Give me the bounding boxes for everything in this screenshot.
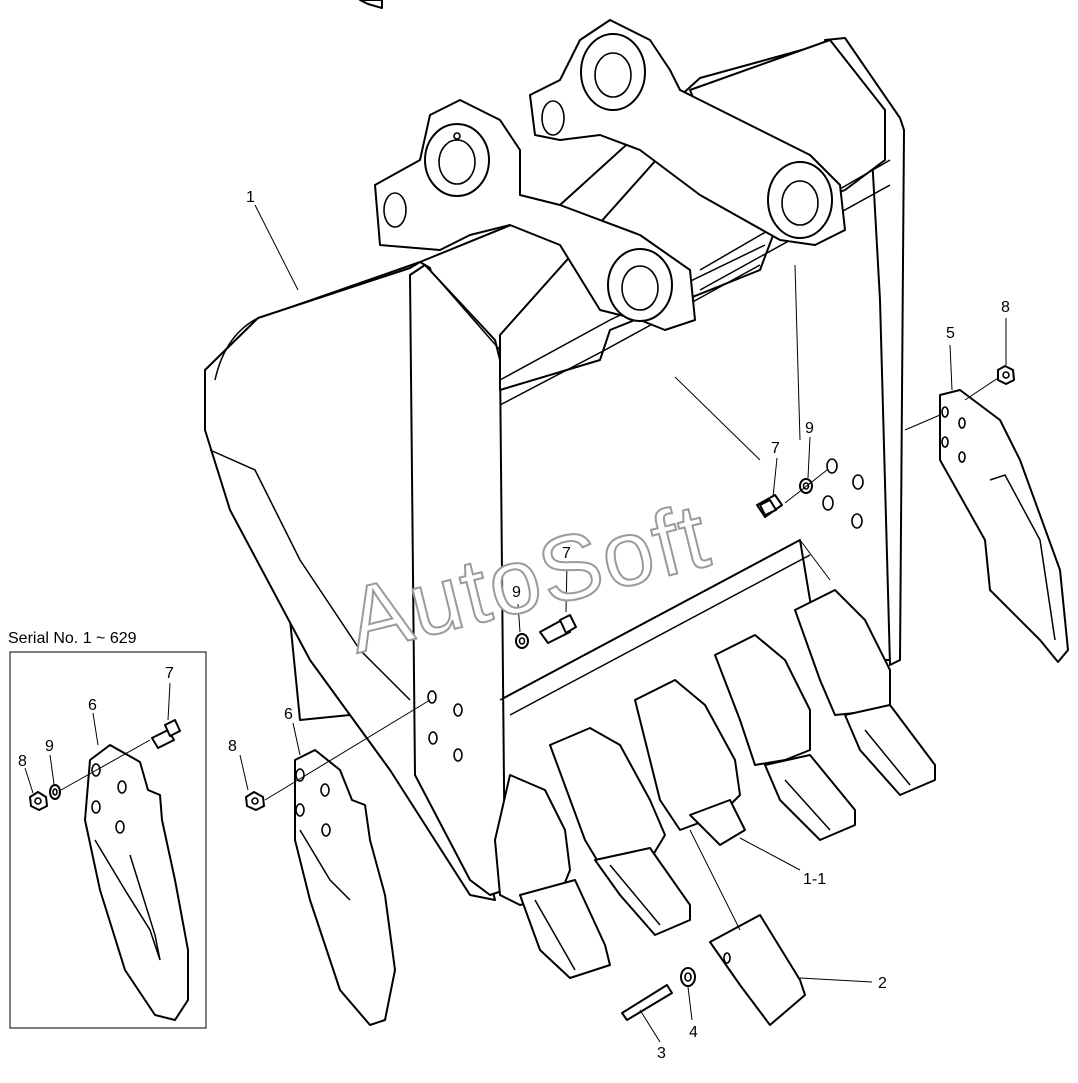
tooth-5 — [794, 589, 936, 796]
callout-7-right: 7 — [771, 440, 780, 457]
callout-7-mid: 7 — [562, 545, 571, 562]
leader-lines — [239, 204, 1007, 1043]
callout-6-main: 6 — [284, 706, 293, 723]
callout-3: 3 — [657, 1045, 666, 1062]
callout-4: 4 — [689, 1024, 698, 1041]
callout-9-inset: 9 — [45, 738, 54, 755]
bucket-body — [204, 19, 905, 901]
callout-1: 1 — [246, 189, 255, 206]
callout-2: 2 — [878, 975, 887, 992]
serial-inset — [9, 651, 207, 1029]
inset-frame — [9, 651, 207, 1029]
inset-title: Serial No. 1 ~ 629 — [8, 630, 137, 647]
callout-8-inset: 8 — [18, 753, 27, 770]
callout-9-mid: 9 — [512, 584, 521, 601]
tooth-1 — [494, 774, 611, 979]
callout-1-1: 1-1 — [803, 871, 826, 888]
top-fragment — [359, 0, 383, 9]
callout-6-inset: 6 — [88, 697, 97, 714]
side-cutter-right — [939, 365, 1069, 663]
side-cutter-left — [245, 749, 396, 1026]
tooth-3 — [634, 679, 746, 846]
callout-9-right: 9 — [805, 420, 814, 437]
callout-7-inset: 7 — [165, 665, 174, 682]
callout-5: 5 — [946, 325, 955, 342]
tooth-2 — [549, 727, 691, 936]
callout-8-main: 8 — [228, 738, 237, 755]
pin-part-3 — [621, 984, 673, 1021]
teeth-row — [494, 589, 936, 1026]
tooth-4 — [714, 634, 856, 841]
mid-bolt-assembly — [515, 614, 577, 649]
tooth-tip-loose — [709, 914, 806, 1026]
callout-8-right: 8 — [1001, 299, 1010, 316]
